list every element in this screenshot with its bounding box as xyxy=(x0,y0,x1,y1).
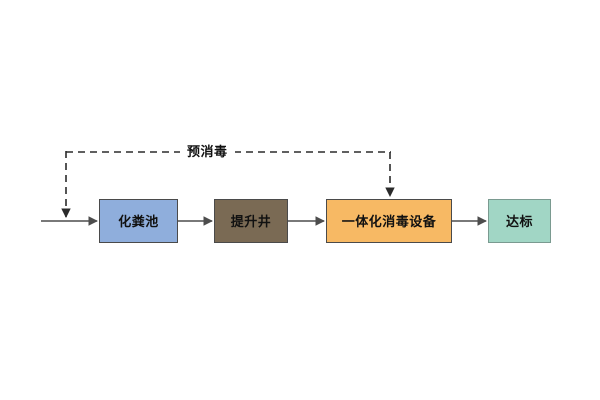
node-septic-tank-label: 化粪池 xyxy=(118,213,159,229)
node-lift-well[interactable]: 提升井 xyxy=(214,199,288,243)
node-septic-tank[interactable]: 化粪池 xyxy=(99,199,178,243)
pre-disinfection-loop-label: 预消毒 xyxy=(180,145,235,158)
node-lift-well-label: 提升井 xyxy=(230,213,272,229)
node-meets-standard-label: 达标 xyxy=(505,213,533,229)
node-meets-standard[interactable]: 达标 xyxy=(488,199,551,243)
node-integrated-disinfection-equipment[interactable]: 一体化消毒设备 xyxy=(326,199,452,243)
node-integrated-disinfection-equipment-label: 一体化消毒设备 xyxy=(341,213,437,229)
pre-disinfection-loop-label-text: 预消毒 xyxy=(187,144,228,159)
